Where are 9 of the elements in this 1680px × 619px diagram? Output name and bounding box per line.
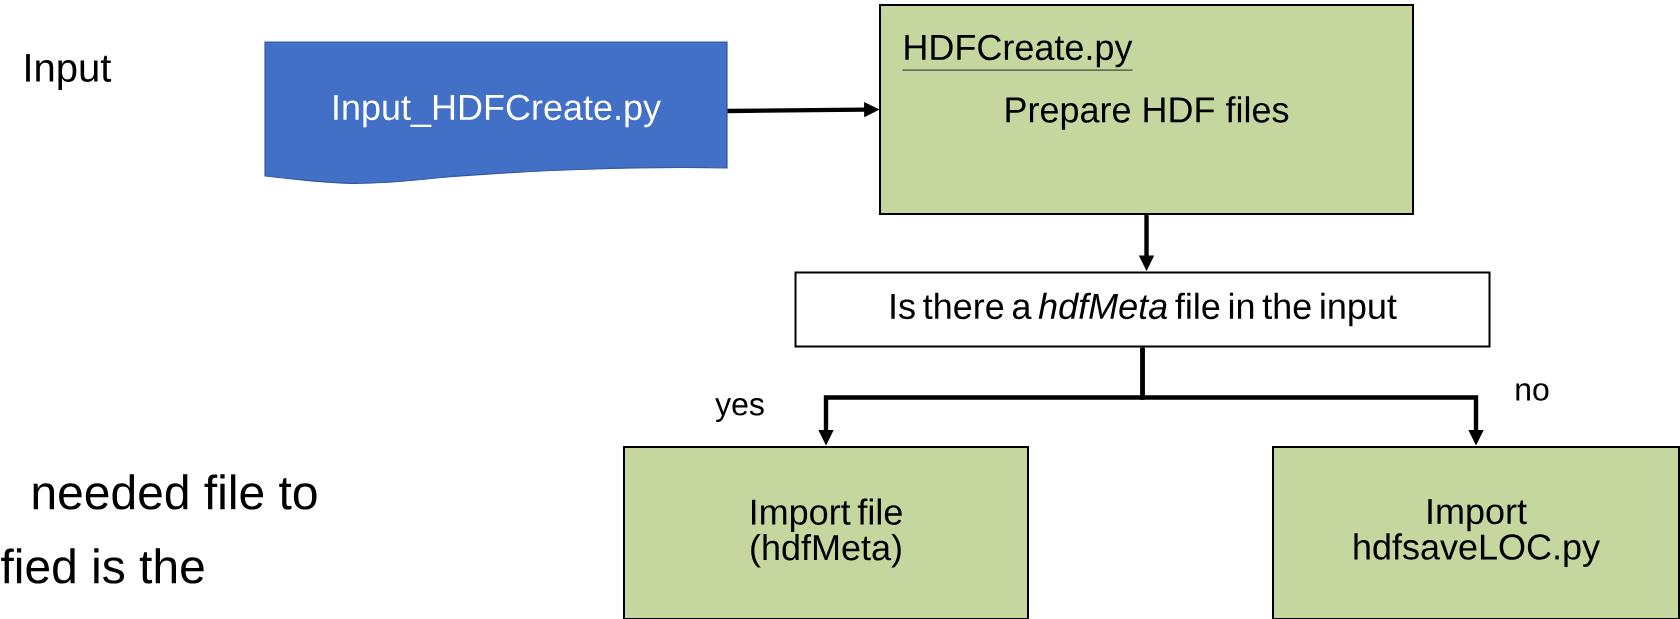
process-box: Import hdfsaveLOC.py — [1272, 446, 1680, 619]
text-label: needed file to — [33, 474, 317, 510]
edge-label: yes — [713, 396, 767, 424]
process-box: HDFCreate.py Prepare HDF files — [879, 4, 1414, 215]
process-box: Import file (hdfMeta) — [623, 446, 1029, 619]
text-label: fied is the — [1, 548, 204, 584]
edge-label: no — [1512, 381, 1552, 403]
text-label: Input — [26, 54, 112, 90]
decision-box: Is there a hdfMeta file in the input — [794, 271, 1491, 348]
